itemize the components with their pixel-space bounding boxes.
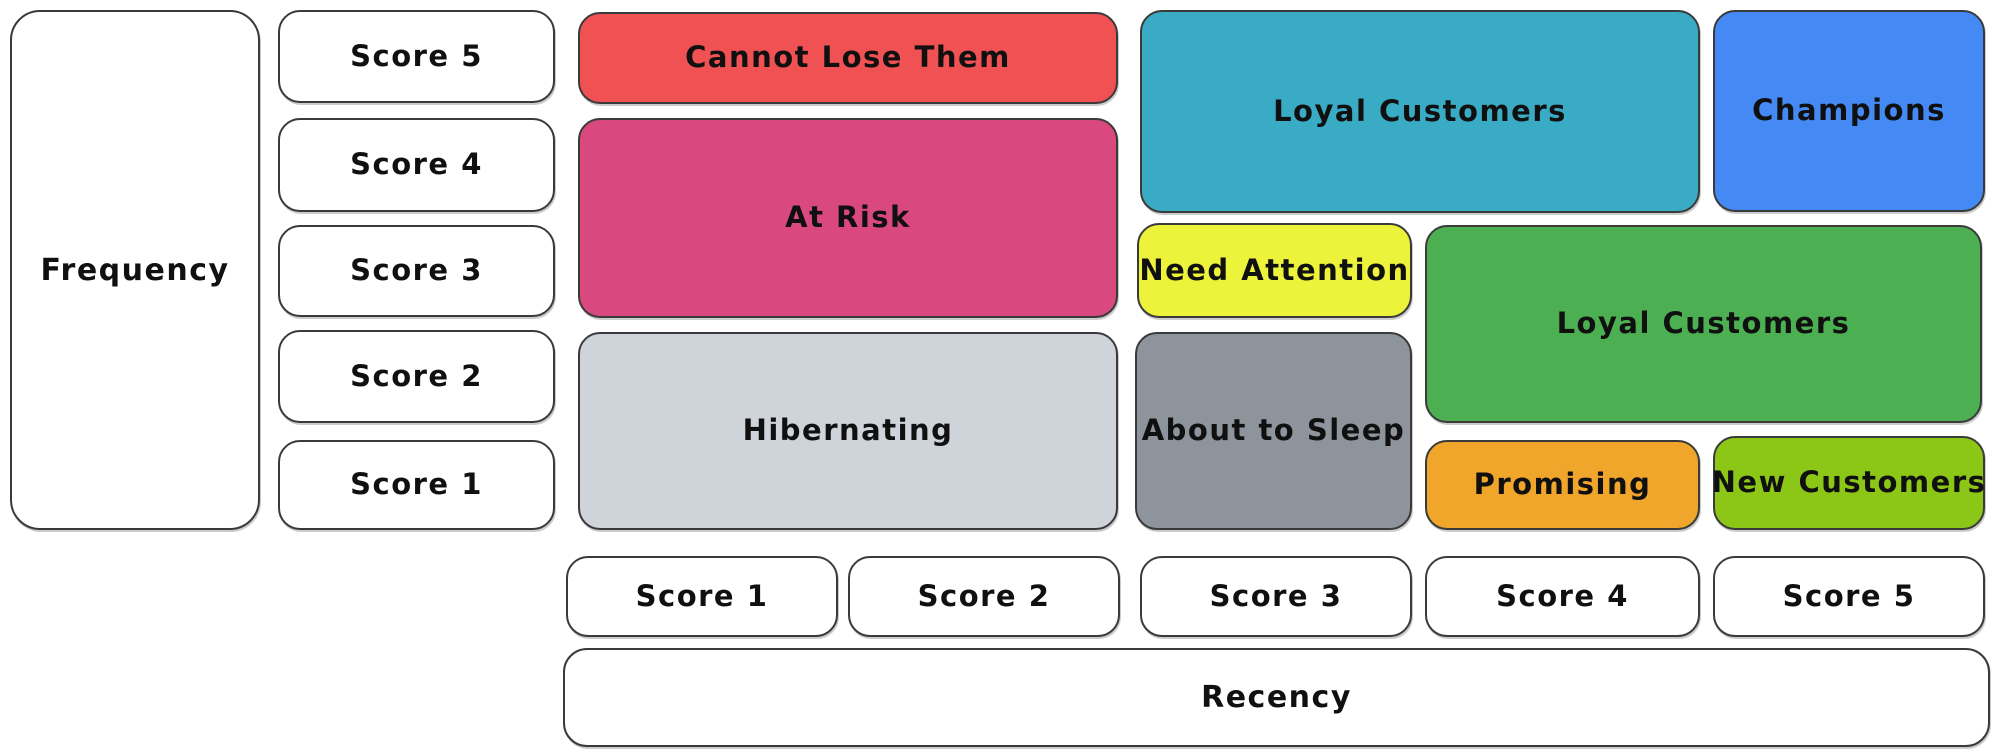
segment-loyal-customers-top: Loyal Customers <box>1140 10 1700 213</box>
frequency-score-2-box: Score 2 <box>278 330 555 423</box>
frequency-axis-box: Frequency <box>10 10 260 530</box>
recency-score-5-box: Score 5 <box>1713 556 1985 637</box>
recency-score-2-label: Score 2 <box>917 578 1051 613</box>
frequency-axis-label: Frequency <box>40 252 230 288</box>
recency-score-2-box: Score 2 <box>848 556 1120 637</box>
recency-score-1-label: Score 1 <box>635 578 769 613</box>
segment-champions: Champions <box>1713 10 1985 212</box>
recency-score-1-box: Score 1 <box>566 556 838 637</box>
segment-cannot-lose-them-label: Cannot Lose Them <box>685 40 1011 75</box>
recency-score-3-box: Score 3 <box>1140 556 1412 637</box>
recency-axis-label: Recency <box>1201 680 1352 715</box>
segment-new-customers-label: New Customers <box>1711 465 1987 500</box>
recency-score-3-label: Score 3 <box>1209 578 1343 613</box>
frequency-score-3-box: Score 3 <box>278 225 555 317</box>
segment-champions-label: Champions <box>1752 93 1946 128</box>
frequency-score-1-box: Score 1 <box>278 440 555 530</box>
recency-score-4-label: Score 4 <box>1496 578 1629 613</box>
segment-about-to-sleep-label: About to Sleep <box>1141 413 1406 448</box>
frequency-score-4-box: Score 4 <box>278 118 555 212</box>
frequency-score-4-label: Score 4 <box>350 147 483 182</box>
frequency-score-2-label: Score 2 <box>350 358 483 393</box>
recency-score-5-label: Score 5 <box>1782 578 1916 613</box>
recency-score-4-box: Score 4 <box>1425 556 1700 637</box>
segment-need-attention: Need Attention <box>1137 223 1412 318</box>
frequency-score-5-label: Score 5 <box>350 38 483 73</box>
segment-loyal-customers-right: Loyal Customers <box>1425 225 1982 423</box>
segment-promising-label: Promising <box>1473 467 1652 502</box>
segment-need-attention-label: Need Attention <box>1139 252 1410 287</box>
segment-at-risk-label: At Risk <box>785 200 911 235</box>
frequency-score-3-label: Score 3 <box>350 253 483 288</box>
segment-cannot-lose-them: Cannot Lose Them <box>578 12 1118 104</box>
recency-axis-box: Recency <box>563 648 1990 747</box>
frequency-score-1-label: Score 1 <box>350 467 483 502</box>
frequency-score-5-box: Score 5 <box>278 10 555 103</box>
segment-loyal-customers-right-label: Loyal Customers <box>1556 306 1851 341</box>
segment-about-to-sleep: About to Sleep <box>1135 332 1412 530</box>
segment-hibernating: Hibernating <box>578 332 1118 530</box>
segment-promising: Promising <box>1425 440 1700 530</box>
segment-hibernating-label: Hibernating <box>742 413 954 448</box>
segment-at-risk: At Risk <box>578 118 1118 318</box>
segment-new-customers: New Customers <box>1711 436 1987 530</box>
segment-loyal-customers-top-label: Loyal Customers <box>1273 93 1567 128</box>
